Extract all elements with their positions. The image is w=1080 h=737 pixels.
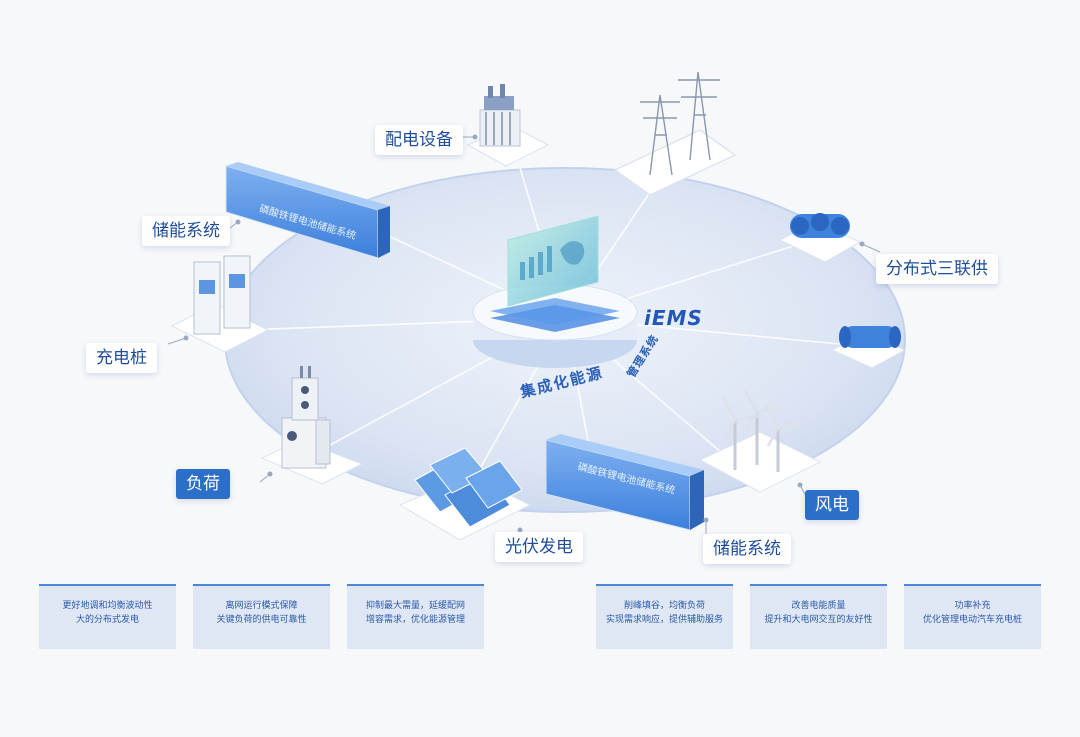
benefit-card: 改善电能质量 提升和大电网交互的友好性 (750, 584, 887, 649)
benefit-card: 更好地调和均衡波动性 大的分布式发电 (39, 584, 176, 649)
benefit-card: 功率补充 优化管理电动汽车充电桩 (904, 584, 1041, 649)
label-wind: 风电 (805, 490, 859, 520)
storage-container-bottom (545, 434, 704, 531)
card-line: 大的分布式发电 (75, 615, 139, 625)
wind-turbines (698, 389, 822, 493)
card-line: 增容需求，优化能源管理 (365, 615, 465, 625)
dashboard-screen (507, 215, 599, 307)
card-line: 优化管理电动汽车充电桩 (922, 615, 1022, 625)
label-pv: 光伏发电 (495, 532, 583, 562)
label-storage-top: 储能系统 (142, 216, 230, 246)
label-cchp: 分布式三联供 (876, 254, 998, 284)
card-line: 抑制最大需量，延缓配网 (365, 601, 465, 611)
iems-brand: iEMS (644, 306, 703, 330)
cchp-equipment (778, 213, 862, 263)
benefit-card: 离网运行模式保障 关键负荷的供电可靠性 (193, 584, 330, 649)
label-distribution: 配电设备 (375, 125, 463, 155)
transmission-towers (613, 71, 737, 196)
card-line: 离网运行模式保障 (225, 601, 298, 611)
card-line: 提升和大电网交互的友好性 (764, 615, 873, 625)
card-line: 功率补充 (954, 601, 991, 611)
card-line: 改善电能质量 (791, 601, 846, 611)
card-line: 更好地调和均衡波动性 (62, 601, 153, 611)
card-line: 关键负荷的供电可靠性 (216, 615, 307, 625)
benefit-card: 抑制最大需量，延缓配网 增容需求，优化能源管理 (347, 584, 484, 649)
label-storage-bottom: 储能系统 (703, 534, 791, 564)
charging-piles (170, 255, 270, 353)
card-line: 实现需求响应，提供辅助服务 (605, 615, 723, 625)
card-line: 削峰填谷，均衡负荷 (623, 601, 705, 611)
label-load: 负荷 (176, 469, 230, 499)
storage-container-top (225, 162, 390, 259)
load-building (260, 366, 364, 485)
label-charger: 充电桩 (86, 343, 157, 373)
solar-panels (398, 447, 532, 541)
distribution-equipment (466, 84, 550, 167)
tank-equipment (830, 326, 907, 369)
benefit-card: 削峰填谷，均衡负荷 实现需求响应，提供辅助服务 (596, 584, 733, 649)
